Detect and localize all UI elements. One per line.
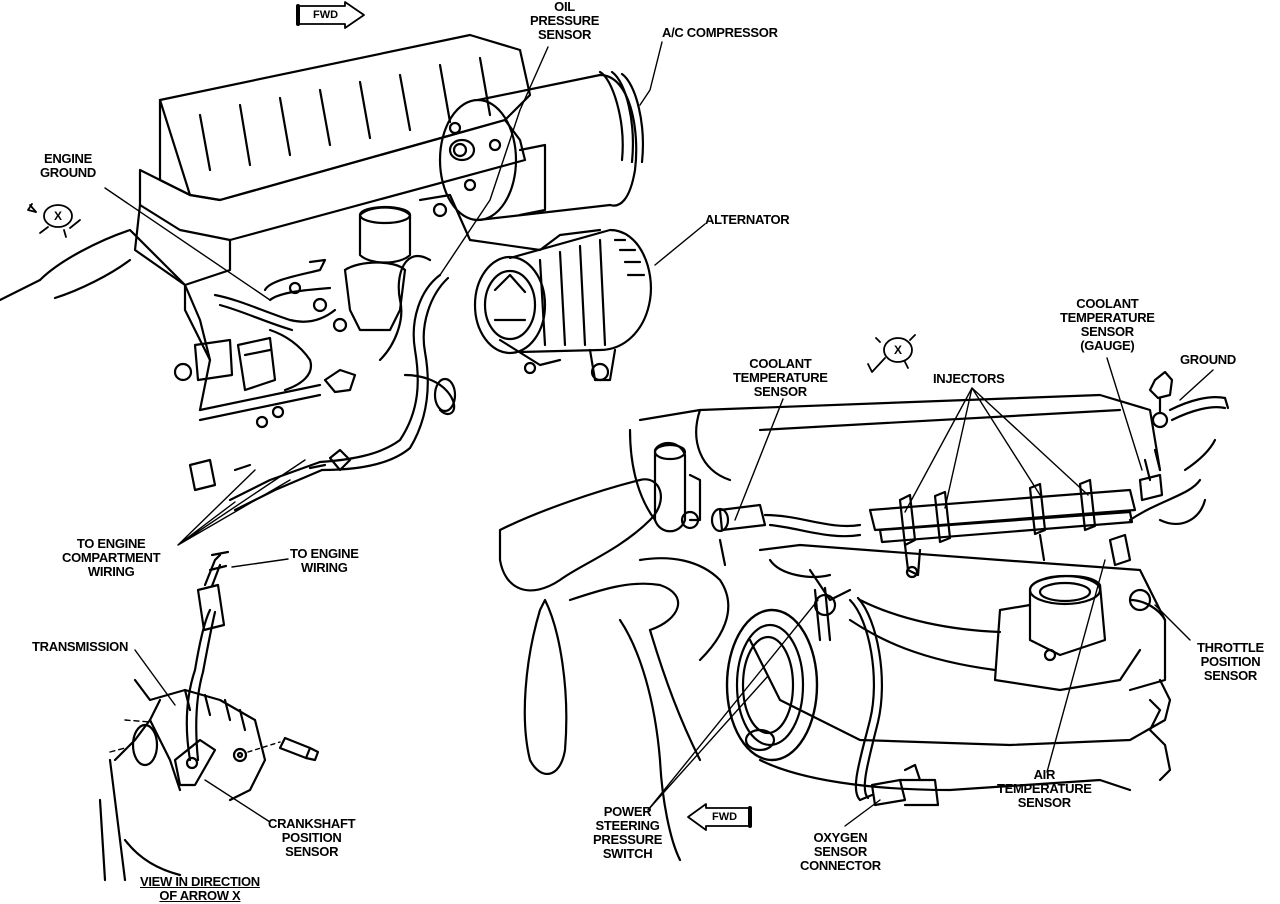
transmission-inset-drawing [98, 550, 320, 882]
ground-label: GROUND [1180, 352, 1236, 367]
arrow-x-lower-text: X [894, 343, 903, 357]
injectors-label: INJECTORS [933, 371, 1005, 386]
alternator-label: ALTERNATOR [705, 212, 790, 227]
upper-engine-drawing [0, 33, 652, 512]
ac-compressor-label: A/C COMPRESSOR [662, 25, 778, 40]
transmission-label: TRANSMISSION [32, 639, 129, 654]
fwd-marker-top-text: FWD [313, 9, 339, 21]
arrow-x-upper-left [27, 203, 81, 238]
leader-lines [104, 41, 1214, 827]
fwd-arrow-top [296, 1, 365, 29]
lower-engine-drawing [498, 370, 1230, 862]
fwd-marker-bottom-text: FWD [712, 811, 738, 823]
arrow-x-lower-right [867, 334, 916, 373]
fwd-arrow-bottom [687, 803, 752, 831]
arrow-x-upper-text: X [54, 209, 63, 223]
